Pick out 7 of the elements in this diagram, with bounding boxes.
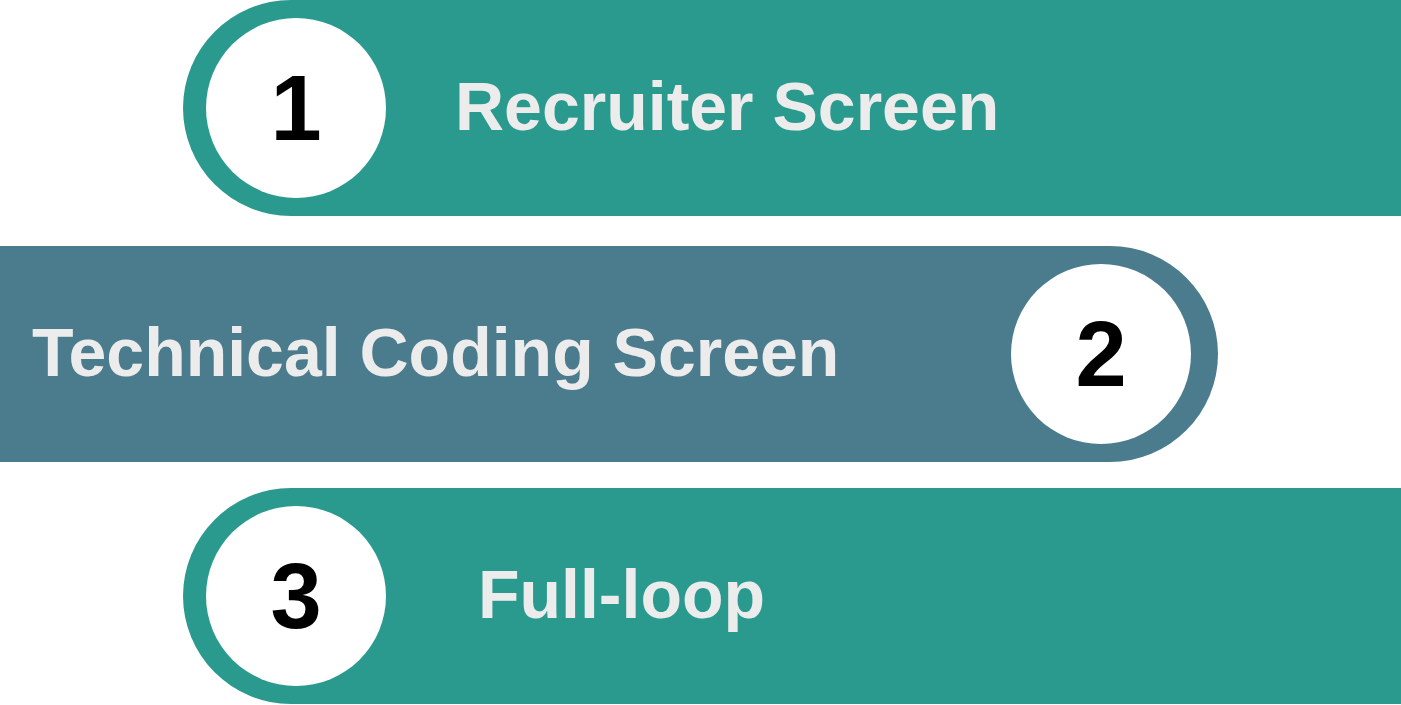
step-band	[0, 246, 1218, 462]
step-band	[183, 488, 1401, 704]
step-number: 2	[1011, 264, 1191, 444]
step-band	[183, 0, 1401, 216]
step-title: Recruiter Screen	[455, 72, 1000, 140]
step-number: 3	[206, 506, 386, 686]
step-number: 1	[206, 18, 386, 198]
